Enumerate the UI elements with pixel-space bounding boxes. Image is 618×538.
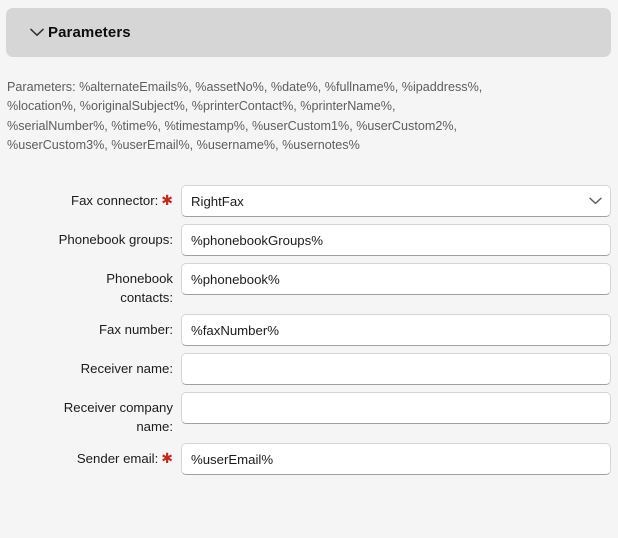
label-fax-connector: Fax connector:✱	[0, 185, 173, 210]
label-phonebook-contacts: Phonebook contacts:	[106, 271, 173, 305]
required-asterisk-fax-connector: ✱	[161, 192, 173, 208]
receiver-name-input[interactable]	[181, 353, 611, 385]
label-fax-number: Fax number:	[98, 322, 173, 337]
field-sender-email	[181, 443, 611, 475]
row-fax-number: Fax number:	[0, 314, 618, 346]
receiver-company-name-input[interactable]	[181, 392, 611, 424]
available-parameters-text: Parameters: %alternateEmails%, %assetNo%…	[7, 80, 483, 152]
row-fax-connector: Fax connector:✱ RightFax	[0, 185, 618, 217]
chevron-down-icon[interactable]	[580, 197, 610, 205]
field-phonebook-groups	[181, 224, 611, 256]
label-receiver-name: Receiver name:	[80, 361, 173, 376]
field-receiver-name	[181, 353, 611, 385]
field-fax-number	[181, 314, 611, 346]
row-receiver-company-name: Receiver company name:	[0, 392, 618, 436]
chevron-down-icon[interactable]	[22, 28, 52, 37]
label-receiver-company-name: Receiver company name:	[63, 400, 173, 434]
parameters-form: Fax connector:✱ RightFax Phonebook group…	[0, 185, 618, 482]
required-asterisk-sender-email: ✱	[161, 450, 173, 466]
row-phonebook-contacts: Phonebook contacts:	[0, 263, 618, 307]
fax-connector-selected-value: RightFax	[191, 193, 244, 209]
row-sender-email: Sender email:✱	[0, 443, 618, 475]
row-phonebook-groups: Phonebook groups:	[0, 224, 618, 256]
page-title: Parameters	[48, 24, 131, 41]
phonebook-contacts-input[interactable]	[181, 263, 611, 295]
field-fax-connector: RightFax	[181, 185, 611, 217]
field-receiver-company-name	[181, 392, 611, 424]
label-fax-connector-text: Fax connector:	[71, 193, 159, 208]
sender-email-input[interactable]	[181, 443, 611, 475]
field-phonebook-contacts	[181, 263, 611, 295]
row-receiver-name: Receiver name:	[0, 353, 618, 385]
label-sender-email: Sender email:✱	[0, 443, 173, 468]
label-phonebook-groups: Phonebook groups:	[58, 232, 173, 247]
phonebook-groups-input[interactable]	[181, 224, 611, 256]
fax-connector-select[interactable]: RightFax	[181, 185, 611, 217]
fax-number-input[interactable]	[181, 314, 611, 346]
parameters-section-header[interactable]: Parameters	[6, 8, 611, 57]
label-sender-email-text: Sender email:	[76, 451, 159, 466]
